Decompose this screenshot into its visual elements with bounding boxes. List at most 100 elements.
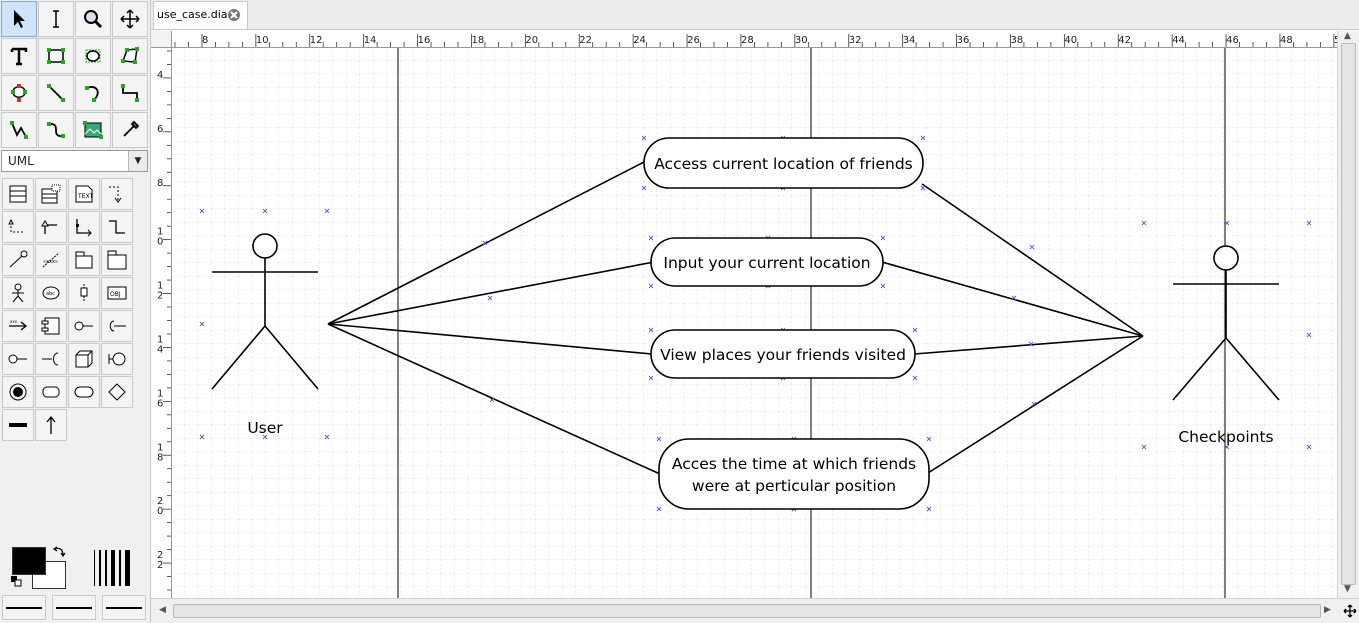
- foreground-color-swatch[interactable]: [12, 547, 46, 575]
- diagram-canvas[interactable]: Access current location of friends Input…: [172, 48, 1337, 598]
- ruler-label: 42: [1118, 35, 1131, 46]
- association-line[interactable]: [913, 335, 1144, 355]
- ball-icon[interactable]: [35, 343, 67, 375]
- polyline-icon[interactable]: [1, 112, 37, 148]
- bezier-icon[interactable]: [38, 112, 74, 148]
- initial-state-icon[interactable]: [2, 376, 34, 408]
- stereotype-icon[interactable]: «xxx»: [35, 244, 67, 276]
- text-cursor-icon[interactable]: [38, 1, 74, 37]
- association-line[interactable]: [327, 160, 647, 325]
- line-width-selector[interactable]: [92, 548, 134, 588]
- association-line[interactable]: [327, 323, 653, 355]
- class-icon[interactable]: [2, 178, 34, 210]
- association-line[interactable]: [927, 335, 1144, 474]
- magnifier-icon[interactable]: [75, 1, 111, 37]
- ruler-label: 0: [157, 506, 163, 517]
- scroll-right-icon[interactable]: ▶: [1324, 605, 1331, 615]
- chevron-down-icon: ▼: [128, 151, 147, 171]
- ruler-label: 1: [157, 388, 163, 399]
- scroll-down-icon[interactable]: ▼: [1344, 584, 1351, 594]
- arc-icon[interactable]: [75, 75, 111, 111]
- transition-icon[interactable]: [35, 409, 67, 441]
- ruler-label: 30: [795, 35, 808, 46]
- beziergon-icon[interactable]: [1, 75, 37, 111]
- horizontal-scrollbar[interactable]: ◀ ▶: [151, 598, 1359, 623]
- required-interface-icon[interactable]: [101, 310, 133, 342]
- constraint-icon[interactable]: [2, 244, 34, 276]
- message-icon[interactable]: xxx: [2, 310, 34, 342]
- horizontal-scroll-thumb[interactable]: [173, 604, 1321, 618]
- lifeline-icon[interactable]: [68, 277, 100, 309]
- actor-user[interactable]: [211, 233, 319, 390]
- activity-icon[interactable]: [35, 376, 67, 408]
- small-package-icon[interactable]: [68, 244, 100, 276]
- scroll-left-icon[interactable]: ◀: [159, 605, 166, 615]
- object-icon[interactable]: OBJ: [101, 277, 133, 309]
- tab-use-case[interactable]: use_case.dia: [153, 1, 248, 29]
- use-case-label: View places your friends visited: [660, 346, 906, 364]
- color-selector[interactable]: [10, 545, 70, 590]
- use-case-uc2[interactable]: Input your current location: [650, 237, 884, 287]
- grid: [172, 48, 1337, 598]
- component-icon[interactable]: [35, 310, 67, 342]
- usecase-icon[interactable]: abc: [35, 277, 67, 309]
- use-case-label: Input your current location: [663, 254, 870, 272]
- close-icon[interactable]: [227, 8, 241, 22]
- ruler-label: 6: [157, 398, 163, 409]
- association-icon[interactable]: [68, 211, 100, 243]
- classicon-icon[interactable]: [101, 343, 133, 375]
- ruler-label: 32: [849, 35, 862, 46]
- scroll-up-icon[interactable]: ▲: [1344, 31, 1351, 41]
- generalization-icon[interactable]: [35, 211, 67, 243]
- socket-icon[interactable]: [2, 343, 34, 375]
- text-tool-icon[interactable]: [1, 38, 37, 74]
- note-icon[interactable]: TEXT: [68, 178, 100, 210]
- start-arrow-style[interactable]: [2, 595, 46, 620]
- ellipse-icon[interactable]: [75, 38, 111, 74]
- use-case-uc3[interactable]: View places your friends visited: [650, 329, 916, 379]
- ruler-label: 46: [1226, 35, 1239, 46]
- polygon-icon[interactable]: [112, 38, 148, 74]
- association-line[interactable]: [327, 323, 661, 475]
- actor-icon[interactable]: [2, 277, 34, 309]
- sheet-selector[interactable]: UML ▼: [1, 150, 148, 172]
- ruler-label: 5: [1334, 35, 1337, 46]
- use-case-label-line1: Acces the time at which friends: [672, 455, 916, 473]
- association-line[interactable]: [327, 261, 655, 325]
- ruler-label: 28: [741, 35, 754, 46]
- move-icon[interactable]: [112, 1, 148, 37]
- provided-interface-icon[interactable]: [68, 310, 100, 342]
- vertical-scrollbar[interactable]: ▲ ▼: [1337, 31, 1359, 598]
- reset-colors-icon[interactable]: [10, 575, 22, 587]
- navigator-icon[interactable]: [1343, 604, 1357, 618]
- line-style[interactable]: [52, 595, 96, 620]
- realizes-icon[interactable]: [2, 211, 34, 243]
- line-icon[interactable]: [38, 75, 74, 111]
- node-icon[interactable]: [68, 343, 100, 375]
- vertical-scroll-thumb[interactable]: [1341, 43, 1356, 585]
- fork-icon[interactable]: [2, 409, 34, 441]
- association-line[interactable]: [921, 183, 1144, 337]
- image-icon[interactable]: [75, 112, 111, 148]
- use-case-label-line2: were at perticular position: [692, 477, 896, 495]
- state-icon[interactable]: [68, 376, 100, 408]
- pointer-icon[interactable]: [1, 1, 37, 37]
- diagram[interactable]: Access current location of friends Input…: [172, 48, 1337, 598]
- use-case-uc4[interactable]: Acces the time at which friends were at …: [658, 438, 930, 510]
- outline-icon[interactable]: [112, 112, 148, 148]
- swap-colors-icon[interactable]: [52, 545, 66, 559]
- tab-bar: use_case.dia: [151, 0, 1359, 30]
- dependency-icon[interactable]: [101, 178, 133, 210]
- actor-checkpoints[interactable]: [1172, 245, 1280, 401]
- zigzag-icon[interactable]: [112, 75, 148, 111]
- large-package-icon[interactable]: [101, 244, 133, 276]
- end-arrow-style[interactable]: [102, 595, 146, 620]
- implements-icon[interactable]: [101, 211, 133, 243]
- branch-icon[interactable]: [101, 376, 133, 408]
- svg-text:abc: abc: [46, 291, 55, 297]
- template-class-icon[interactable]: [35, 178, 67, 210]
- use-case-uc1[interactable]: Access current location of friends: [643, 137, 924, 189]
- box-icon[interactable]: [38, 38, 74, 74]
